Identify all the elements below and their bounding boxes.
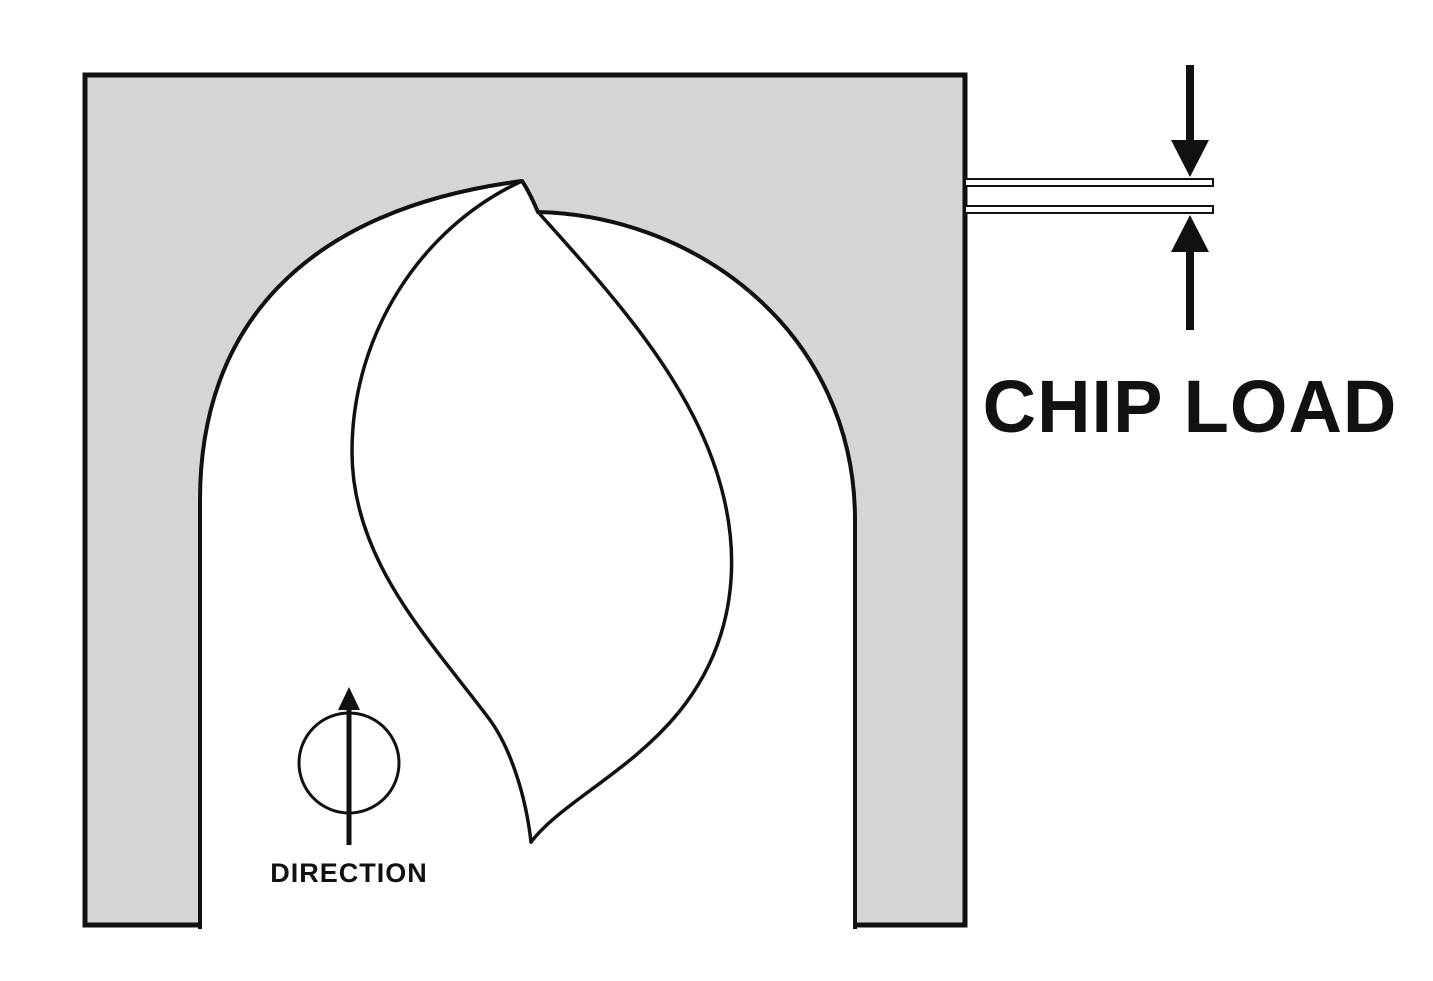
dimension-arrow-down-icon [1171,140,1209,177]
chip-load-label: CHIP LOAD [983,365,1398,448]
chip-curve-middle [350,179,533,844]
dimension-line-bottom [964,205,1214,214]
direction-label: DIRECTION [270,858,428,888]
dimension-line-top [964,178,1214,187]
chip-curve-right [529,210,734,844]
dimension-arrow-up-icon [1171,215,1209,252]
direction-arrow-head [338,687,360,710]
